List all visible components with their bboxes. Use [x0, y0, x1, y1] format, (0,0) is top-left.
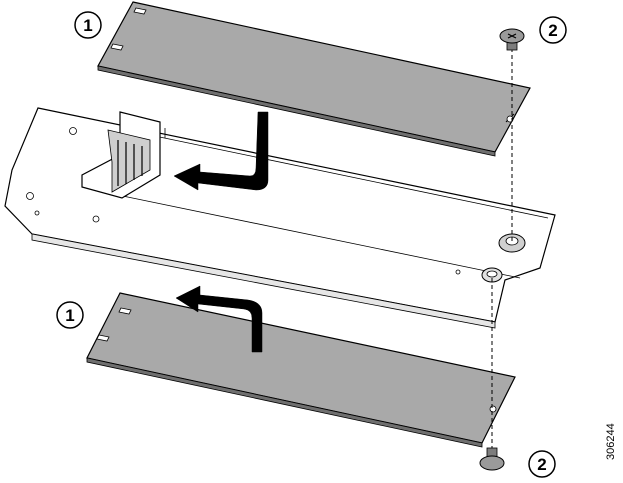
screw-top	[499, 28, 525, 51]
insertion-arrow-bottom	[175, 285, 263, 353]
m2-module-top	[97, 1, 531, 157]
insertion-arrow-top	[173, 111, 269, 191]
svg-text:1: 1	[65, 306, 74, 325]
m2-module-bottom	[86, 292, 516, 448]
svg-text:1: 1	[83, 16, 92, 35]
svg-text:2: 2	[537, 455, 546, 474]
figure-id: 306244	[605, 423, 617, 460]
callout-1-top: 1	[74, 11, 102, 39]
callout-2-top: 2	[539, 16, 567, 44]
callout-1-bottom: 1	[56, 301, 84, 329]
callout-2-bottom: 2	[528, 450, 556, 478]
screw-bottom	[479, 447, 505, 471]
svg-text:2: 2	[548, 21, 557, 40]
m2-connector	[81, 111, 161, 199]
